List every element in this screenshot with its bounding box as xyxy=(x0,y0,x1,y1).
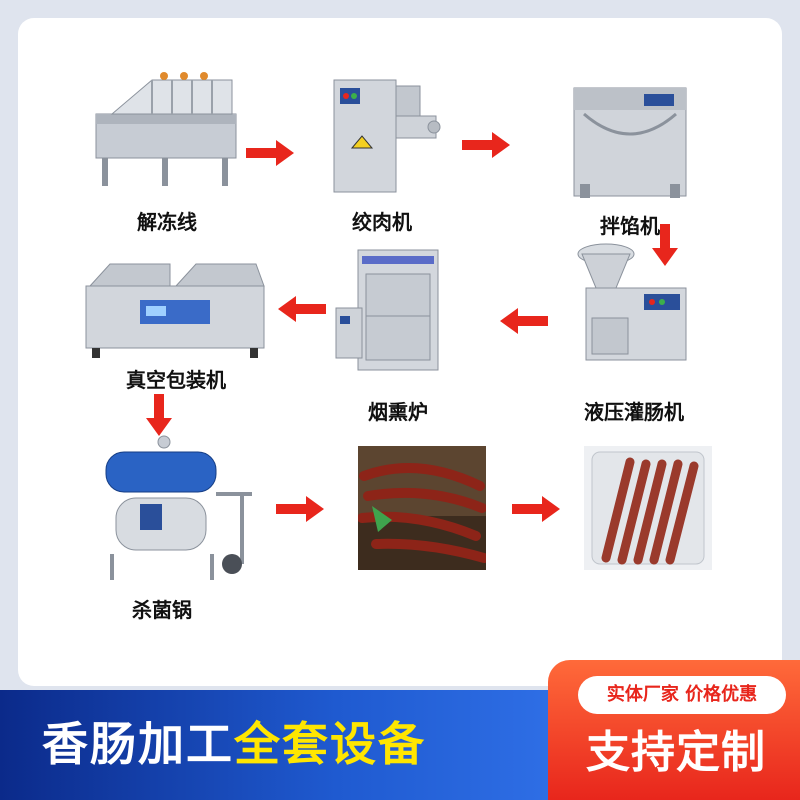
step-label-smoker: 烟熏炉 xyxy=(368,400,428,424)
footer-title-yellow: 全套设备 xyxy=(234,717,426,771)
arrow-left-icon xyxy=(500,308,548,334)
vacuum-packaging-machine-image xyxy=(85,263,265,358)
step-label-mixer: 拌馅机 xyxy=(600,214,660,238)
arrow-right-icon xyxy=(276,496,324,522)
hydraulic-sausage-filler-image xyxy=(577,243,687,361)
meat-grinder-machine-image xyxy=(333,79,441,193)
arrow-down-icon xyxy=(652,224,678,266)
step-label-grinder: 绞肉机 xyxy=(352,210,412,234)
stuffing-mixer-machine-image xyxy=(573,87,687,198)
step-label-thaw: 解冻线 xyxy=(137,210,197,234)
step-label-sterilizer: 杀菌锅 xyxy=(132,598,192,622)
step-label-filler: 液压灌肠机 xyxy=(584,400,684,424)
promo-main-text: 支持定制 xyxy=(586,727,766,778)
arrow-right-icon xyxy=(462,132,510,158)
sterilization-kettle-image xyxy=(105,435,252,580)
smoking-oven-machine-image xyxy=(335,249,439,371)
footer-banner xyxy=(0,690,560,800)
arrow-down-icon xyxy=(146,394,172,436)
promo-pill: 实体厂家 价格优惠 xyxy=(578,676,786,714)
arrow-right-icon xyxy=(246,140,294,166)
vacuum-packed-sausages-photo xyxy=(584,446,712,570)
thaw-line-machine-image xyxy=(95,72,237,186)
step-label-vacuum: 真空包装机 xyxy=(126,368,226,392)
arrow-right-icon xyxy=(512,496,560,522)
footer-title-white: 香肠加工 xyxy=(42,717,234,771)
cooked-sausages-photo xyxy=(358,446,486,570)
arrow-left-icon xyxy=(278,296,326,322)
footer-title: 香肠加工全套设备 xyxy=(42,704,426,784)
